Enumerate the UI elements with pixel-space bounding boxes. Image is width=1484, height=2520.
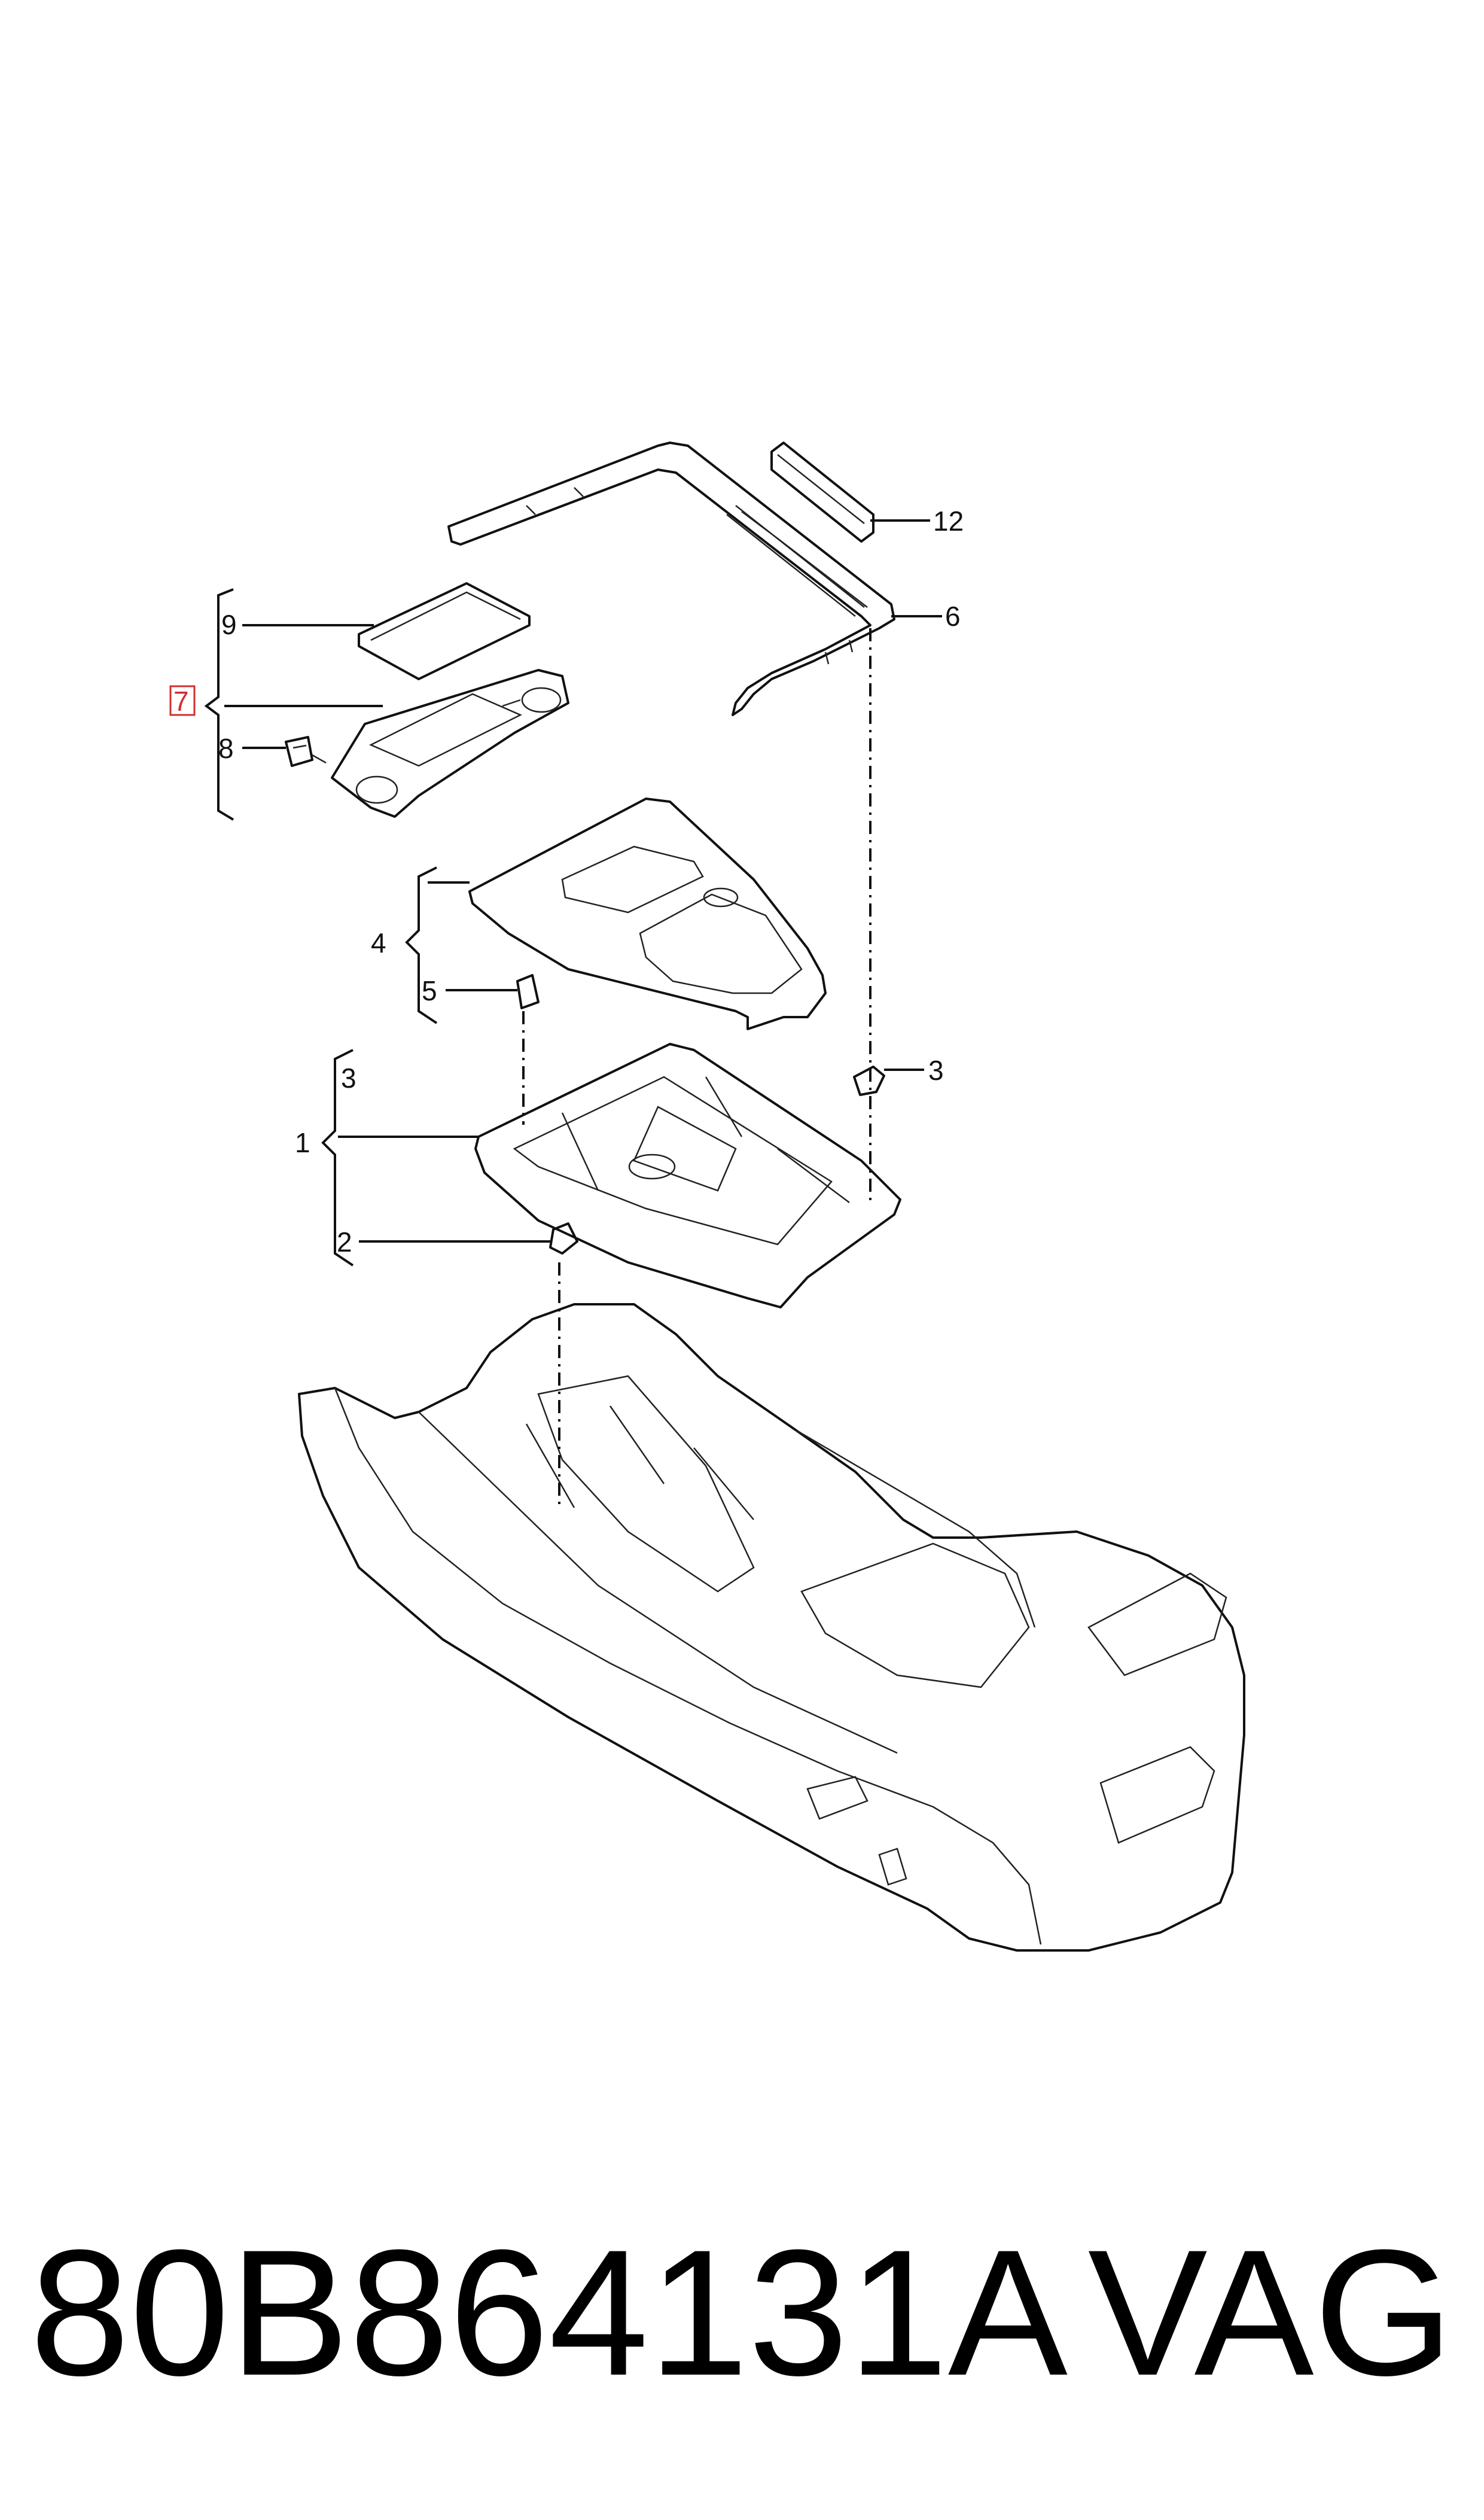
part-6-trim-frame [447,442,895,716]
callout-8: 8 [218,733,234,764]
callout-4: 4 [371,927,386,958]
callout-3-top: 3 [341,1063,356,1094]
part-8-clip [285,736,327,767]
part-5-clip [516,974,540,1009]
part-1-carrier-frame [474,1043,901,1308]
part-7-cover-panel [331,669,569,818]
brace-4 [405,866,438,1024]
callout-9: 9 [221,609,237,640]
callout-5: 5 [422,975,437,1006]
part-12-trim-strip [770,442,874,543]
callout-7-highlight-box [169,685,196,716]
footer-caption: 80B864131A VAG [30,2214,1453,2411]
brace-1 [321,1049,354,1267]
part-9-insert-panel [358,582,531,680]
brace-7 [204,588,234,821]
center-console-body [298,1303,1245,1952]
part-4-upper-console-trim [468,798,827,1030]
callout-3-right: 3 [928,1055,944,1086]
part-3-clip-right [853,1066,885,1096]
callout-2: 2 [337,1226,352,1258]
callout-7: 7 [173,686,189,717]
part-number: 80B864131A [30,2212,1068,2413]
part-2-clip [549,1222,578,1255]
callout-6: 6 [945,601,961,632]
brand-label: VAG [1087,2212,1453,2413]
callout-1: 1 [295,1127,310,1158]
callout-12: 12 [933,506,964,537]
